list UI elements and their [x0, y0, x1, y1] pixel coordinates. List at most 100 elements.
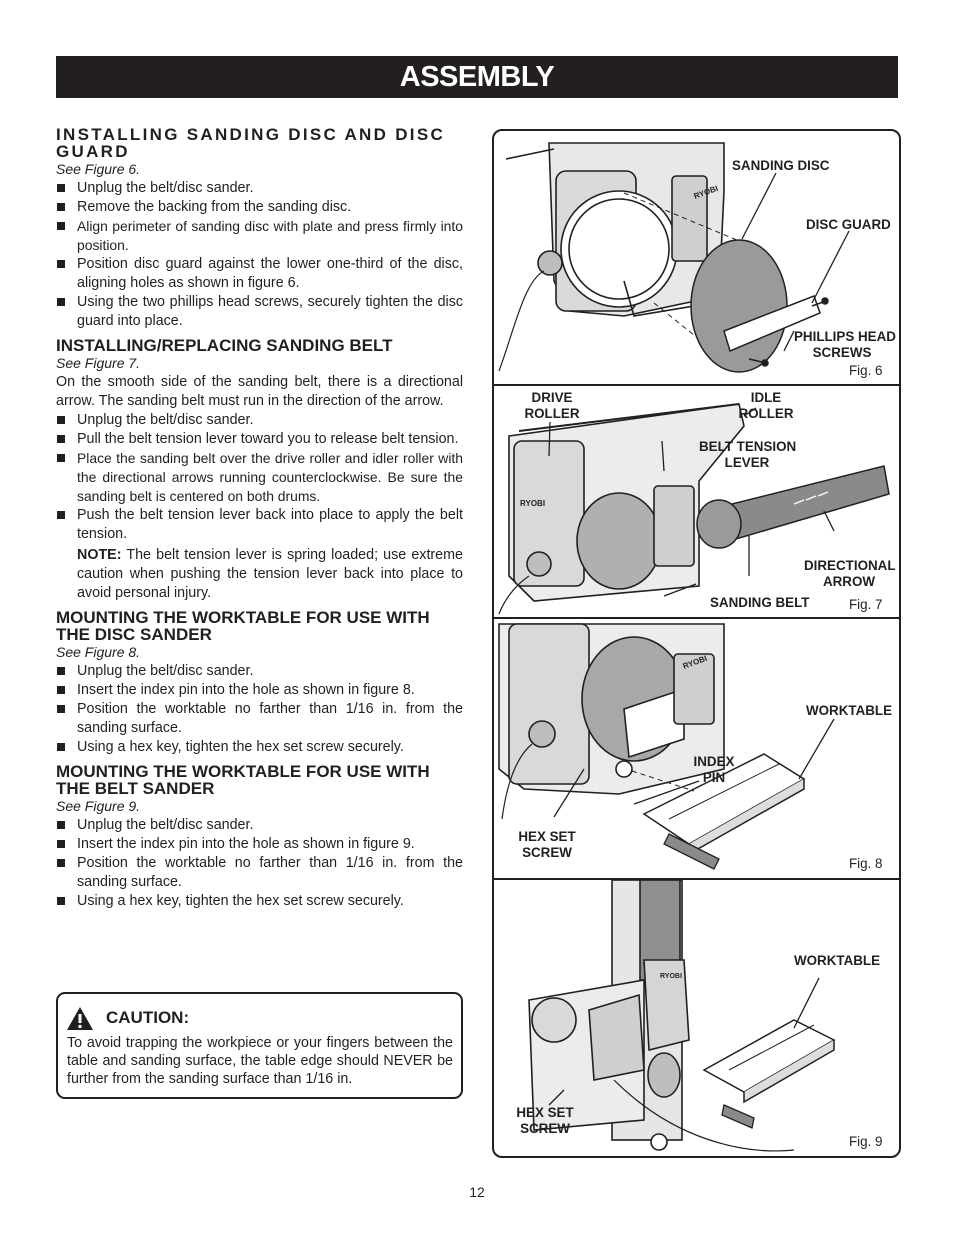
step-list: Unplug the belt/disc sander. Insert the …: [56, 662, 463, 757]
intro-paragraph: On the smooth side of the sanding belt, …: [56, 374, 463, 409]
list-item: Pull the belt tension lever toward you t…: [56, 430, 463, 449]
figure-divider: [494, 878, 899, 880]
figure-9-illustration: RYOBI: [528, 880, 836, 1152]
see-figure: See Figure 8.: [56, 644, 141, 660]
label-sanding-disc: SANDING DISC: [732, 158, 830, 173]
figure-7-illustration: RYOBI: [498, 403, 890, 615]
list-item: Position the worktable no farther than 1…: [56, 854, 463, 892]
label-hex-set-screw: HEX SET SCREW: [516, 829, 578, 861]
worktable-slot: [728, 1024, 815, 1071]
section-title: MOUNTING THE WORKTABLE FOR USE WITH THE …: [56, 608, 430, 644]
leader-lines: [553, 718, 835, 818]
list-item: Unplug the belt/disc sander.: [56, 662, 463, 681]
step-list: Unplug the belt/disc sander. Remove the …: [56, 179, 463, 331]
label-line: LEVER: [724, 455, 770, 470]
label-drive-roller: DRIVE ROLLER: [524, 390, 580, 422]
label-line: DRIVE: [531, 390, 573, 405]
worktable-slot: [668, 763, 780, 820]
figures-panel: RYOBI SANDING DISC DISC GUARD PHILLIPS H…: [492, 129, 901, 1158]
leader-lines: [741, 172, 850, 352]
figure-9: RYOBI WORKTABLE HEX SET SCREW Fig. 9: [494, 880, 899, 1156]
label-worktable: WORKTABLE: [794, 953, 881, 968]
label-line: PIN: [702, 770, 726, 785]
figure-number: Fig. 8: [849, 856, 883, 871]
see-figure: See Figure 6.: [56, 161, 141, 177]
warning-icon: [67, 1007, 93, 1030]
list-item: Insert the index pin into the hole as sh…: [56, 835, 463, 854]
label-worktable: WORKTABLE: [806, 703, 893, 718]
note-text: The belt tension lever is spring loaded;…: [77, 547, 463, 601]
list-item: Push the belt tension lever back into pl…: [56, 506, 463, 544]
worktable-edge: [743, 1040, 835, 1104]
figure-6: RYOBI SANDING DISC DISC GUARD PHILLIPS H…: [494, 131, 899, 384]
label-idle-roller: IDLE ROLLER: [738, 390, 794, 422]
see-figure: See Figure 7.: [56, 355, 141, 371]
list-item: Unplug the belt/disc sander.: [56, 179, 463, 198]
figure-number: Fig. 7: [849, 597, 883, 612]
section-title: INSTALLING SANDING DISC AND DISC GUARD: [56, 125, 446, 161]
list-item: Align perimeter of sanding disc with pla…: [56, 217, 463, 255]
note-paragraph: NOTE: The belt tension lever is spring l…: [77, 546, 463, 603]
belt-loop-end: [696, 499, 742, 549]
list-item: Remove the backing from the sanding disc…: [56, 198, 463, 217]
label-line: ROLLER: [738, 406, 794, 421]
list-item: Unplug the belt/disc sander.: [56, 816, 463, 835]
list-item: Insert the index pin into the hole as sh…: [56, 681, 463, 700]
list-item: Using the two phillips head screws, secu…: [56, 293, 463, 331]
label-line: DIRECTIONAL: [804, 558, 896, 573]
figure-6-illustration: RYOBI: [498, 142, 850, 373]
figure-number: Fig. 6: [849, 363, 883, 378]
ryobi-logo: RYOBI: [660, 973, 682, 980]
step-list: Unplug the belt/disc sander. Insert the …: [56, 816, 463, 911]
label-line: HEX SET: [518, 829, 576, 844]
label-sanding-belt: SANDING BELT: [710, 595, 810, 610]
disc-guard-shape: [723, 295, 821, 353]
figure-8: RYOBI WORKTABLE INDEX PIN HEX SET SCREW …: [494, 619, 899, 878]
caution-title: CAUTION:: [106, 1008, 190, 1027]
section-sanding-disc: INSTALLING SANDING DISC AND DISC GUARD S…: [56, 126, 463, 331]
section-title: INSTALLING/REPLACING SANDING BELT: [56, 336, 393, 355]
label-line: ROLLER: [524, 406, 580, 421]
figure-divider: [494, 384, 899, 386]
label-line: SCREWS: [812, 345, 872, 360]
section-worktable-disc: MOUNTING THE WORKTABLE FOR USE WITH THE …: [56, 609, 463, 757]
see-figure: See Figure 9.: [56, 798, 141, 814]
label-hex-set-screw: HEX SET SCREW: [514, 1105, 576, 1137]
ryobi-logo: RYOBI: [520, 499, 545, 508]
figure-8-illustration: RYOBI: [498, 623, 835, 870]
section-worktable-belt: MOUNTING THE WORKTABLE FOR USE WITH THE …: [56, 763, 463, 911]
pin-dash-line: [631, 770, 695, 792]
sanding-disc-shape: [690, 239, 788, 373]
caution-box: CAUTION: To avoid trapping the workpiece…: [56, 992, 463, 1099]
label-belt-tension-lever: BELT TENSION LEVER: [699, 439, 797, 471]
label-line: PHILLIPS HEAD: [794, 329, 896, 344]
list-item: Using a hex key, tighten the hex set scr…: [56, 738, 463, 757]
label-line: BELT TENSION: [699, 439, 797, 454]
label-phillips-screws: PHILLIPS HEAD SCREWS: [794, 329, 896, 361]
leader-lines: [548, 977, 820, 1106]
list-item: Using a hex key, tighten the hex set scr…: [56, 892, 463, 911]
list-item: Unplug the belt/disc sander.: [56, 411, 463, 430]
list-item: Position the worktable no farther than 1…: [56, 700, 463, 738]
step-list: Unplug the belt/disc sander. Pull the be…: [56, 411, 463, 544]
section-sanding-belt: INSTALLING/REPLACING SANDING BELT See Fi…: [56, 337, 463, 603]
list-item: Position disc guard against the lower on…: [56, 255, 463, 293]
figure-7: RYOBI DRIVE ROLLER IDLE ROLLER BELT TENS…: [494, 386, 899, 617]
page-banner-title: ASSEMBLY: [56, 56, 898, 98]
list-item: Place the sanding belt over the drive ro…: [56, 449, 463, 506]
label-line: IDLE: [750, 390, 782, 405]
hex-set-screw-knob: [721, 1104, 755, 1129]
section-title: MOUNTING THE WORKTABLE FOR USE WITH THE …: [56, 762, 430, 798]
label-line: HEX SET: [516, 1105, 574, 1120]
figure-number: Fig. 9: [849, 1134, 883, 1149]
label-directional-arrow: DIRECTIONAL ARROW: [804, 558, 896, 590]
hex-set-screw-knob: [663, 833, 720, 870]
label-disc-guard: DISC GUARD: [806, 217, 891, 232]
screw-icons: [748, 297, 829, 367]
label-line: ARROW: [822, 574, 876, 589]
caution-text: To avoid trapping the workpiece or your …: [67, 1035, 453, 1087]
label-line: SCREW: [522, 845, 572, 860]
label-line: INDEX: [693, 754, 735, 769]
page-number: 12: [469, 1184, 485, 1200]
label-index-pin: INDEX PIN: [692, 754, 736, 786]
